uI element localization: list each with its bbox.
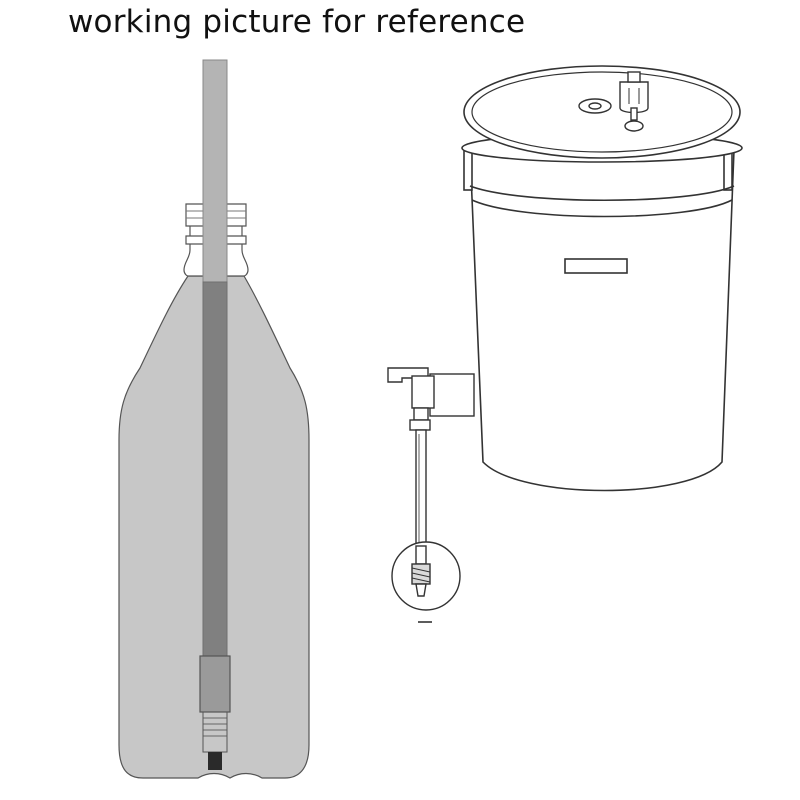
spigot-handle (387, 367, 429, 383)
bucket-label-tab (564, 258, 628, 274)
spigot-base (429, 373, 475, 417)
bucket-handle-right (723, 149, 733, 191)
wand-valve (199, 655, 231, 713)
spigot-icon (387, 367, 475, 431)
wand-tube-upper (202, 59, 228, 283)
reference-caption: working picture for reference (68, 4, 526, 40)
spigot-wand-tube (415, 429, 427, 551)
bucket-handle-left (463, 149, 473, 191)
bucket-body (469, 149, 735, 492)
wand-tip-detail-icon (391, 541, 461, 623)
bucket-rim-band-2 (471, 199, 733, 218)
fermenter-bucket-icon (461, 65, 743, 492)
wand-tube-lower (202, 281, 228, 659)
bottling-wand-icon (199, 59, 231, 770)
wand-tip (208, 752, 222, 770)
airlock-icon (578, 71, 649, 132)
bucket-rim-band-1 (469, 185, 735, 202)
spigot-wand-icon (415, 429, 427, 551)
spigot-body (411, 375, 435, 409)
